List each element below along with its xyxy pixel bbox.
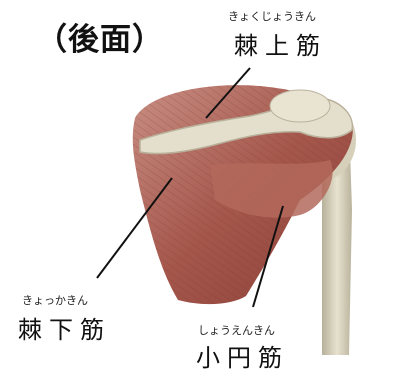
- humeral-head: [270, 90, 330, 122]
- teres-minor-label: 小円筋: [196, 338, 289, 373]
- infraspinatus-label: 棘下筋: [18, 310, 111, 345]
- infraspinatus-ruby: きょっかきん: [22, 292, 88, 308]
- teres-minor-ruby: しょうえんきん: [198, 322, 275, 338]
- supraspinatus-ruby: きょくじょうきん: [228, 8, 316, 24]
- supraspinatus-label: 棘上筋: [234, 26, 327, 61]
